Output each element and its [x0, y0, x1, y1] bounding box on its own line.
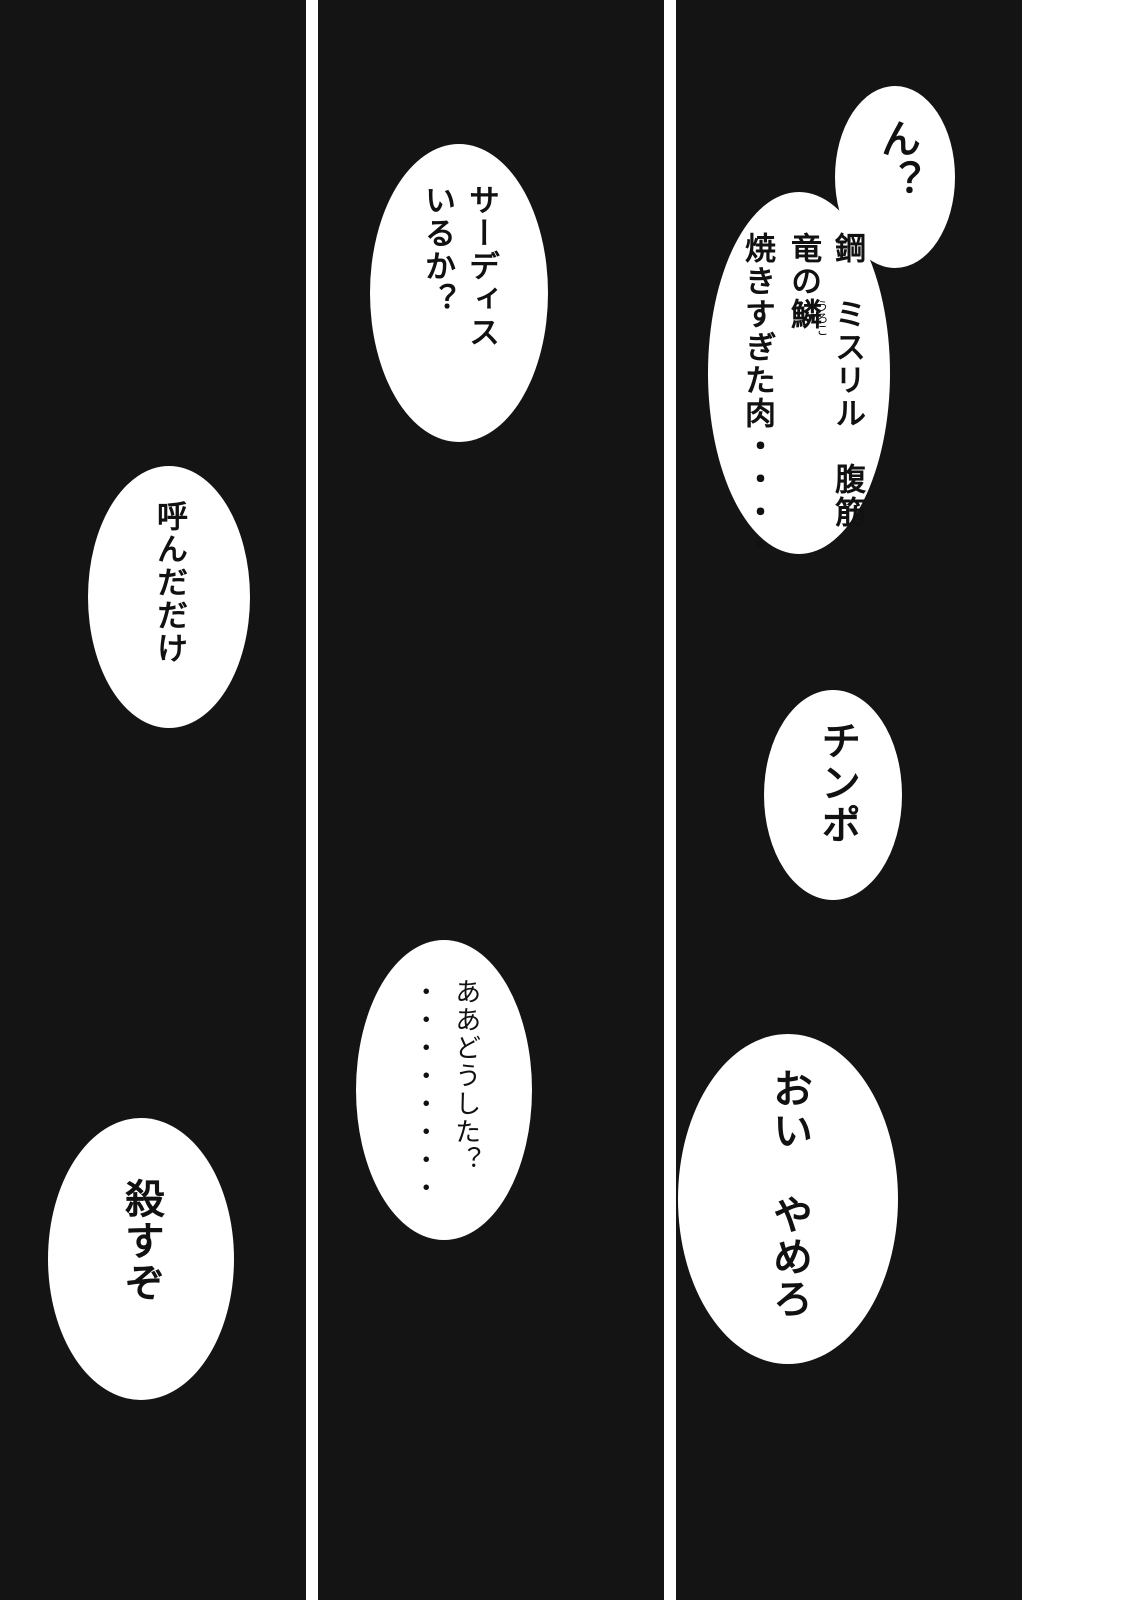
text-sadis-line2: いるか？: [418, 184, 455, 316]
text-sadis-line1: サーディス: [462, 184, 499, 349]
bubble-aa: [356, 940, 532, 1240]
text-list-line2: 竜の鱗: [784, 232, 821, 331]
text-korosu: 殺すぞ: [118, 1178, 165, 1304]
bubble-list: [708, 192, 890, 554]
bubble-oi: [678, 1034, 898, 1364]
bubble-chinpo: [764, 690, 902, 900]
bubble-yonda: [88, 466, 250, 728]
text-chinpo: チンポ: [814, 720, 861, 846]
text-aa-line2: ・・・・・・・・: [408, 978, 439, 1202]
text-aa-line1: ああどうした？: [450, 978, 481, 1174]
text-list-ruby: うろこ: [815, 300, 829, 336]
text-list-line3: 焼きすぎた肉・・・・: [738, 232, 775, 562]
text-yonda: 呼んだだけ: [150, 500, 187, 665]
text-hmm: ん？: [874, 118, 921, 202]
bubble-korosu: [48, 1118, 234, 1400]
text-list-line1: 鋼 ミスリル 腹筋: [828, 232, 865, 529]
text-oi: おい やめろ: [766, 1068, 813, 1320]
bubble-sadis: [370, 144, 548, 442]
